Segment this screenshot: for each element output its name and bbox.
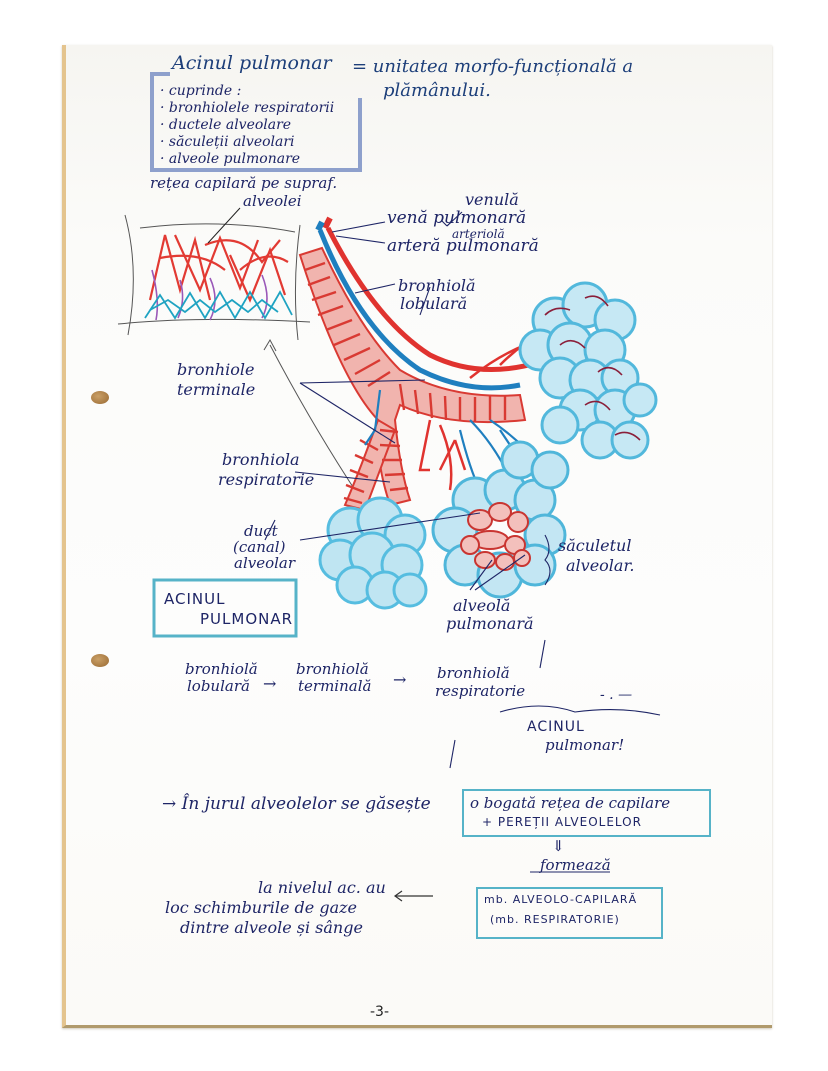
- note-exchange-line2: loc schimburile de gaze: [165, 898, 358, 917]
- label-capillary-network-2: alveolei: [243, 192, 302, 210]
- component-item: · bronhiolele respiratorii: [160, 100, 335, 116]
- label-alveolar-duct-3: alveolar: [234, 554, 296, 572]
- punch-hole-top: [91, 391, 109, 404]
- components-list: · cuprinde : · bronhiolele respiratorii …: [160, 84, 334, 169]
- sequence-step-terminal-2: terminală: [298, 677, 372, 695]
- sequence-arrow: →: [393, 670, 407, 689]
- label-pulmonary-vein: venă pulmonară: [387, 208, 527, 228]
- page-number: -3-: [370, 1004, 390, 1020]
- sequence-trailing: - . —: [600, 687, 633, 703]
- note-around-alveoli: → În jurul alveolelor se găsește: [162, 794, 431, 814]
- label-lobular-bronchiole-2: lobulară: [400, 294, 468, 313]
- label-pulmonary-artery: arteră pulmonară: [387, 236, 539, 256]
- label-pulmonary-alveolus-1: alveolă: [453, 596, 511, 615]
- component-item: · săculeții alveolari: [160, 134, 295, 150]
- label-respiratory-bronchiole-1: bronhiola: [222, 450, 300, 469]
- component-item: · alveole pulmonare: [160, 151, 301, 167]
- sequence-step-respiratory-2: respiratorie: [435, 682, 526, 700]
- note-double-arrow: ⇓: [552, 837, 565, 855]
- sequence-step-terminal-1: bronhiolă: [296, 660, 369, 678]
- note-membrane-line1: mb. ALVEOLO-CAPILARĂ: [484, 893, 638, 906]
- note-membrane-line2: (mb. RESPIRATORIE): [490, 913, 620, 926]
- label-alveolar-sac-2: alveolar.: [566, 556, 635, 575]
- sequence-step-lobular-2: lobulară: [187, 677, 250, 695]
- acinus-box-line2: PULMONAR: [200, 610, 294, 628]
- note-box-line1: o bogată rețea de capilare: [470, 794, 671, 812]
- sequence-step-lobular-1: bronhiolă: [185, 660, 258, 678]
- label-arteriole: arteriolă: [452, 227, 505, 241]
- label-respiratory-bronchiole-2: respiratorie: [218, 470, 315, 489]
- note-exchange-line3: dintre alveole și sânge: [180, 918, 363, 937]
- label-alveolar-sac-1: săculetul: [558, 536, 632, 555]
- topic-title: Acinul pulmonar: [172, 52, 332, 74]
- topic-definition-line2: plămânului.: [383, 80, 491, 101]
- label-lobular-bronchiole-1: bronhiolă: [398, 276, 476, 295]
- alveoli-cluster-lower-left: [318, 496, 428, 610]
- capillary-network-illustration: [117, 207, 311, 341]
- alveoli-cluster-upper-right: [518, 281, 658, 460]
- components-intro: · cuprinde :: [160, 83, 242, 99]
- note-box-line2: + PEREȚII ALVEOLELOR: [482, 815, 642, 829]
- component-item: · ductele alveolare: [160, 117, 292, 133]
- sequence-acinus-line1: ACINUL: [527, 719, 585, 735]
- label-alveolar-duct-2: (canal): [233, 538, 286, 556]
- topic-definition-line1: = unitatea morfo-funcțională a: [352, 56, 634, 77]
- sequence-arrow: →: [263, 674, 277, 693]
- alveoli-pink-cutaway: [460, 502, 531, 571]
- acinus-box-line1: ACINUL: [164, 590, 226, 608]
- note-forms: formează: [540, 856, 611, 874]
- label-capillary-network: rețea capilară pe supraf.: [150, 174, 338, 192]
- note-exchange-line1: la nivelul ac. au: [258, 878, 386, 897]
- label-alveolar-duct-1: duct: [244, 522, 278, 540]
- label-terminal-bronchioles-2: terminale: [177, 380, 256, 399]
- label-pulmonary-alveolus-2: pulmonară: [446, 614, 534, 633]
- sequence-step-respiratory-1: bronhiolă: [437, 664, 510, 682]
- punch-hole-bottom: [91, 654, 109, 667]
- label-venule: venulă: [465, 190, 519, 209]
- label-terminal-bronchioles-1: bronhiole: [177, 360, 255, 379]
- sequence-acinus-line2: pulmonar!: [545, 736, 625, 754]
